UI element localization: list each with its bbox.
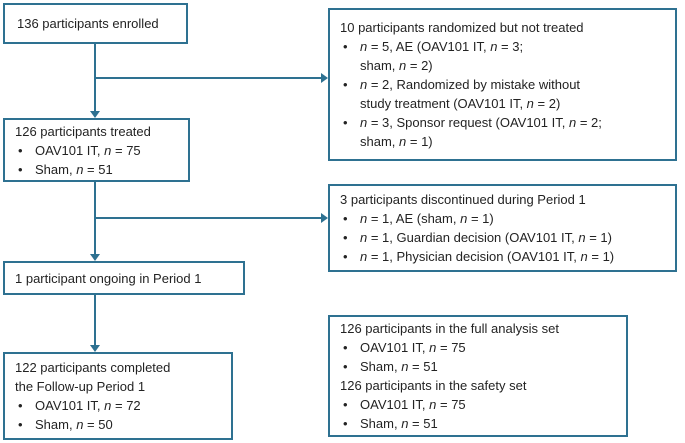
bullet-dot-icon [340,75,360,113]
bullet-dot-icon [340,338,360,357]
box-enrolled: 136 participants enrolled [3,3,188,44]
list-item: Sham, n = 51 [340,357,616,376]
list-item-text: n = 2, Randomized by mistake without stu… [360,77,581,111]
box-completed-followup: 122 participants completed the Follow-up… [3,352,233,440]
bullet-dot-icon [15,141,35,160]
box-enrolled-title: 136 participants enrolled [17,16,159,31]
list-item-text: OAV101 IT, n = 75 [35,143,141,158]
list-item: n = 5, AE (OAV101 IT, n = 3; sham, n = 2… [340,37,665,75]
bullet-dot-icon [15,160,35,179]
list-item-text: OAV101 IT, n = 72 [35,398,141,413]
bullet-dot-icon [340,228,360,247]
list-item-text: Sham, n = 51 [360,359,438,374]
connector-branch-discontinued [95,217,321,219]
list-item-text: OAV101 IT, n = 75 [360,340,466,355]
bullet-dot-icon [340,113,360,151]
list-item: n = 1, Guardian decision (OAV101 IT, n =… [340,228,665,247]
list-item-text: OAV101 IT, n = 75 [360,397,466,412]
box-randomized-not-treated: 10 participants randomized but not treat… [328,8,677,161]
bullet-dot-icon [15,396,35,415]
arrowhead-down-treated [90,111,100,118]
list-item: OAV101 IT, n = 75 [15,141,178,160]
connector-branch-not-treated [95,77,321,79]
bullet-dot-icon [340,395,360,414]
bullet-dot-icon [340,209,360,228]
list-item-text: Sham, n = 51 [360,416,438,431]
list-item: n = 1, Physician decision (OAV101 IT, n … [340,247,665,266]
box-ongoing-title: 1 participant ongoing in Period 1 [15,270,202,286]
box-discontinued-period1: 3 participants discontinued during Perio… [328,184,677,272]
list-item-text: n = 1, Guardian decision (OAV101 IT, n =… [360,230,612,245]
list-item: Sham, n = 50 [15,415,221,434]
list-item: n = 1, AE (sham, n = 1) [340,209,665,228]
box-treated: 126 participants treated OAV101 IT, n = … [3,118,190,182]
box-randomized-not-treated-title: 10 participants randomized but not treat… [340,20,584,35]
list-item-text: n = 1, Physician decision (OAV101 IT, n … [360,249,615,264]
list-item-text: n = 5, AE (OAV101 IT, n = 3; sham, n = 2… [360,39,524,73]
list-item-text: n = 3, Sponsor request (OAV101 IT, n = 2… [360,115,602,149]
box-discontinued-title: 3 participants discontinued during Perio… [340,192,586,207]
list-item-text: Sham, n = 50 [35,417,113,432]
bullet-dot-icon [340,247,360,266]
list-item: n = 2, Randomized by mistake without stu… [340,75,665,113]
list-item: Sham, n = 51 [340,414,616,433]
arrowhead-down-completed [90,345,100,352]
list-item-text: Sham, n = 51 [35,162,113,177]
list-item-text: n = 1, AE (sham, n = 1) [360,211,494,226]
bullet-dot-icon [340,357,360,376]
connector-ongoing-to-completed [94,295,96,345]
list-item: n = 3, Sponsor request (OAV101 IT, n = 2… [340,113,665,151]
bullet-dot-icon [340,414,360,433]
arrowhead-down-ongoing [90,254,100,261]
bullet-dot-icon [340,37,360,75]
box-completed-title: 122 participants completed the Follow-up… [15,360,171,394]
box-analysis-sets: 126 participants in the full analysis se… [328,315,628,437]
arrowhead-right-not-treated [321,73,328,83]
list-item: Sham, n = 51 [15,160,178,179]
full-analysis-set-title: 126 participants in the full analysis se… [340,321,559,336]
safety-set-title: 126 participants in the safety set [340,378,527,393]
list-item: OAV101 IT, n = 75 [340,395,616,414]
box-ongoing-period1: 1 participant ongoing in Period 1 [3,261,245,295]
list-item: OAV101 IT, n = 72 [15,396,221,415]
bullet-dot-icon [15,415,35,434]
arrowhead-right-discontinued [321,213,328,223]
box-treated-title: 126 participants treated [15,124,151,139]
list-item: OAV101 IT, n = 75 [340,338,616,357]
